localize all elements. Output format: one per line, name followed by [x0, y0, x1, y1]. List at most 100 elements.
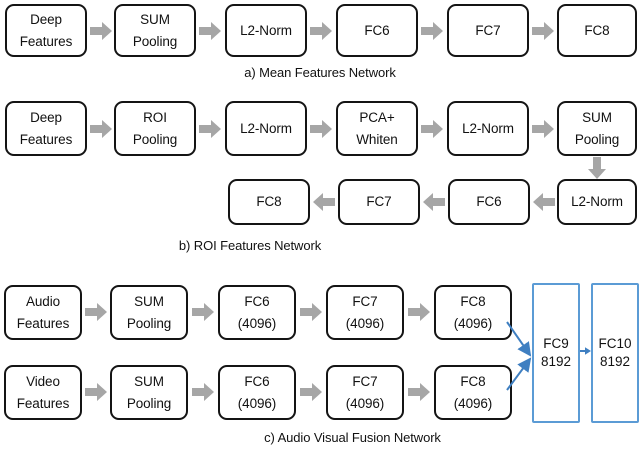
arrow-fc9-to-fc10: [580, 346, 591, 356]
node-line: Pooling: [126, 316, 172, 331]
node-c-fc10: FC10 8192: [591, 283, 639, 423]
node-line: SUM: [134, 293, 164, 309]
node-b-l2-norm-1: L2-Norm: [225, 101, 307, 156]
arrow-b-5: [532, 120, 554, 138]
node-line: SUM: [134, 373, 164, 389]
node-line: (4096): [345, 316, 385, 331]
node-line: ROI: [143, 109, 167, 125]
node-c-fc9: FC9 8192: [532, 283, 580, 423]
node-line: Features: [16, 316, 70, 331]
node-line: Features: [19, 132, 73, 147]
node-b-fc8: FC8: [228, 179, 310, 225]
node-a-fc6: FC6: [336, 4, 418, 57]
node-b-l2-norm-2: L2-Norm: [447, 101, 529, 156]
caption-c: c) Audio Visual Fusion Network: [264, 430, 441, 445]
node-line: Deep: [30, 11, 62, 27]
node-c-video-fc6: FC6 (4096): [218, 365, 296, 420]
node-line: FC10: [598, 336, 632, 352]
arrow-a-1: [90, 22, 112, 40]
fusion-connector-lines: [505, 320, 540, 395]
node-line: L2-Norm: [240, 120, 292, 136]
node-line: Pooling: [132, 132, 178, 147]
arrow-a-2: [199, 22, 221, 40]
node-line: L2-Norm: [571, 194, 623, 210]
node-c-video-sum-pooling: SUM Pooling: [110, 365, 188, 420]
node-b-l2-norm-3: L2-Norm: [557, 179, 637, 225]
arrow-a-3: [310, 22, 332, 40]
node-line: L2-Norm: [462, 120, 514, 136]
node-b-fc6: FC6: [448, 179, 530, 225]
node-b-deep-features: Deep Features: [5, 101, 87, 156]
node-c-audio-fc6: FC6 (4096): [218, 285, 296, 340]
node-c-video-fc8: FC8 (4096): [434, 365, 512, 420]
node-line: 8192: [540, 354, 572, 369]
node-line: Video: [26, 373, 60, 389]
arrow-b-7: [423, 193, 445, 211]
caption-a: a) Mean Features Network: [244, 65, 396, 80]
arrow-b-1: [90, 120, 112, 138]
node-line: FC6: [244, 293, 270, 309]
node-line: FC6: [364, 22, 390, 38]
node-b-fc7: FC7: [338, 179, 420, 225]
arrow-c-a3: [300, 303, 322, 321]
node-line: Pooling: [574, 132, 620, 147]
node-a-sum-pooling: SUM Pooling: [114, 4, 196, 57]
node-line: Features: [19, 34, 73, 49]
node-line: FC7: [352, 293, 378, 309]
node-line: PCA+: [359, 109, 395, 125]
node-line: FC8: [460, 293, 486, 309]
node-line: (4096): [345, 396, 385, 411]
node-c-video-features: Video Features: [4, 365, 82, 420]
node-c-video-fc7: FC7 (4096): [326, 365, 404, 420]
caption-b: b) ROI Features Network: [178, 238, 322, 253]
node-line: (4096): [453, 396, 493, 411]
node-a-deep-features: Deep Features: [5, 4, 87, 57]
arrow-b-8: [533, 193, 555, 211]
arrow-c-v3: [300, 383, 322, 401]
node-line: FC8: [584, 22, 610, 38]
node-line: FC6: [476, 194, 502, 210]
node-line: FC6: [244, 373, 270, 389]
node-line: 8192: [599, 354, 631, 369]
node-c-audio-fc7: FC7 (4096): [326, 285, 404, 340]
node-line: Features: [16, 396, 70, 411]
arrow-c-v1: [85, 383, 107, 401]
arrow-c-v2: [192, 383, 214, 401]
node-line: FC7: [475, 22, 501, 38]
node-b-pca-whiten: PCA+ Whiten: [336, 101, 418, 156]
node-line: L2-Norm: [240, 22, 292, 38]
node-a-fc7: FC7: [447, 4, 529, 57]
node-line: SUM: [140, 11, 170, 27]
node-line: (4096): [453, 316, 493, 331]
arrow-c-a4: [408, 303, 430, 321]
arrow-b-4: [421, 120, 443, 138]
arrow-b-down: [588, 157, 606, 179]
node-line: FC7: [352, 373, 378, 389]
node-line: FC8: [256, 194, 282, 210]
arrow-c-v4: [408, 383, 430, 401]
node-a-l2-norm: L2-Norm: [225, 4, 307, 57]
node-line: Pooling: [132, 34, 178, 49]
node-c-audio-fc8: FC8 (4096): [434, 285, 512, 340]
node-c-audio-sum-pooling: SUM Pooling: [110, 285, 188, 340]
node-line: (4096): [237, 396, 277, 411]
node-line: SUM: [582, 109, 612, 125]
node-line: FC8: [460, 373, 486, 389]
node-b-sum-pooling: SUM Pooling: [557, 101, 637, 156]
node-b-roi-pooling: ROI Pooling: [114, 101, 196, 156]
node-line: Whiten: [356, 132, 398, 147]
node-line: FC9: [543, 336, 569, 352]
node-line: Audio: [25, 293, 61, 309]
arrow-b-3: [310, 120, 332, 138]
node-c-audio-features: Audio Features: [4, 285, 82, 340]
node-line: Deep: [30, 109, 62, 125]
arrow-c-a2: [192, 303, 214, 321]
arrow-a-4: [421, 22, 443, 40]
node-line: FC7: [366, 194, 392, 210]
arrow-a-5: [532, 22, 554, 40]
node-line: (4096): [237, 316, 277, 331]
arrow-c-a1: [85, 303, 107, 321]
node-a-fc8: FC8: [557, 4, 637, 57]
arrow-b-6: [313, 193, 335, 211]
